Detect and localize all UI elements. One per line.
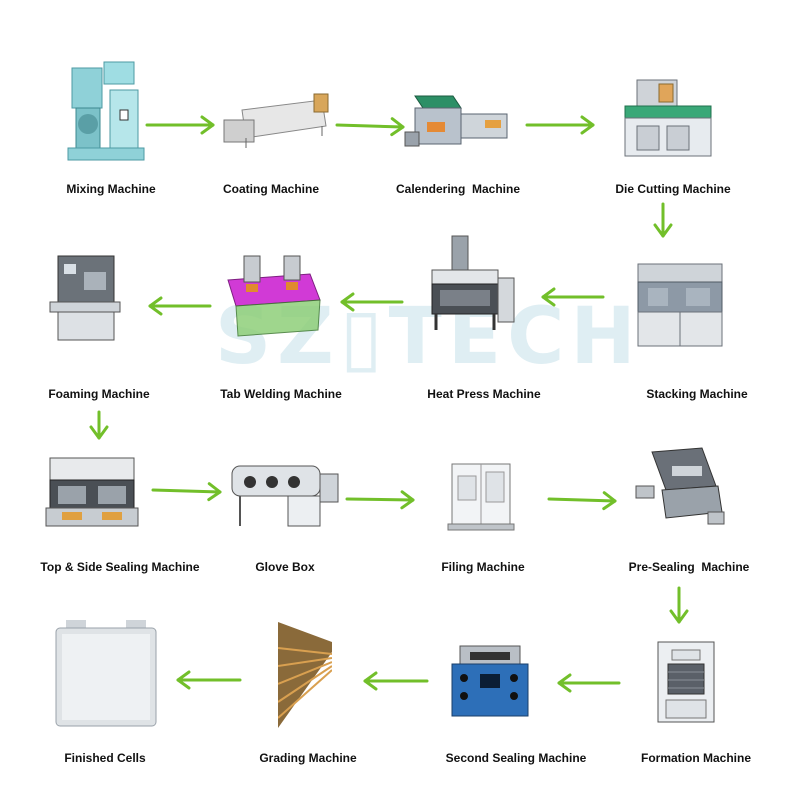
- stage-label: Calendering Machine: [395, 182, 521, 196]
- die-cutting-machine-illustration: [624, 79, 712, 157]
- flow-arrow: [669, 586, 689, 624]
- stage-label: Grading Machine: [259, 751, 357, 765]
- stage-label: Top & Side Sealing Machine: [40, 560, 200, 574]
- calendering-machine-illustration: [404, 95, 508, 147]
- flow-arrow: [541, 287, 605, 307]
- flow-arrow: [525, 115, 595, 135]
- stage-label: Mixing Machine: [66, 182, 156, 196]
- flow-arrow: [363, 671, 429, 691]
- stage-label: Coating Machine: [222, 182, 320, 196]
- pre-sealing-machine-illustration: [635, 447, 725, 525]
- stage-label: Glove Box: [255, 560, 315, 574]
- coating-machine-illustration: [223, 93, 329, 148]
- flow-arrow: [151, 482, 222, 502]
- grading-machine-illustration: [278, 622, 332, 728]
- flow-arrow: [145, 115, 215, 135]
- filing-machine-illustration: [447, 463, 515, 531]
- finished-cells-illustration: [55, 620, 157, 727]
- flow-arrow: [557, 673, 621, 693]
- flow-arrow: [335, 117, 405, 137]
- stage-label: Pre-Sealing Machine: [628, 560, 750, 574]
- foaming-machine-illustration: [49, 255, 121, 341]
- heat-press-machine-illustration: [431, 235, 515, 330]
- flow-arrow: [547, 491, 617, 511]
- flow-arrow: [653, 202, 673, 238]
- flow-arrow: [89, 410, 109, 440]
- stage-label: Filing Machine: [441, 560, 525, 574]
- flow-arrow: [148, 296, 212, 316]
- stage-label: Stacking Machine: [646, 387, 748, 401]
- mixing-machine-illustration: [67, 61, 145, 161]
- stacking-machine-illustration: [637, 263, 723, 347]
- formation-machine-illustration: [657, 641, 715, 723]
- stage-label: Tab Welding Machine: [220, 387, 342, 401]
- second-sealing-machine-illustration: [451, 645, 529, 717]
- flow-arrow: [340, 292, 404, 312]
- top-side-sealing-machine-illustration: [45, 457, 139, 527]
- tab-welding-machine-illustration: [227, 255, 321, 337]
- stage-label: Foaming Machine: [48, 387, 150, 401]
- flow-arrow: [345, 490, 415, 510]
- stage-label: Die Cutting Machine: [615, 182, 731, 196]
- flow-arrow: [176, 670, 242, 690]
- stage-label: Second Sealing Machine: [445, 751, 587, 765]
- stage-label: Formation Machine: [640, 751, 752, 765]
- stage-label: Heat Press Machine: [427, 387, 541, 401]
- glove-box-illustration: [231, 465, 339, 527]
- stage-label: Finished Cells: [64, 751, 146, 765]
